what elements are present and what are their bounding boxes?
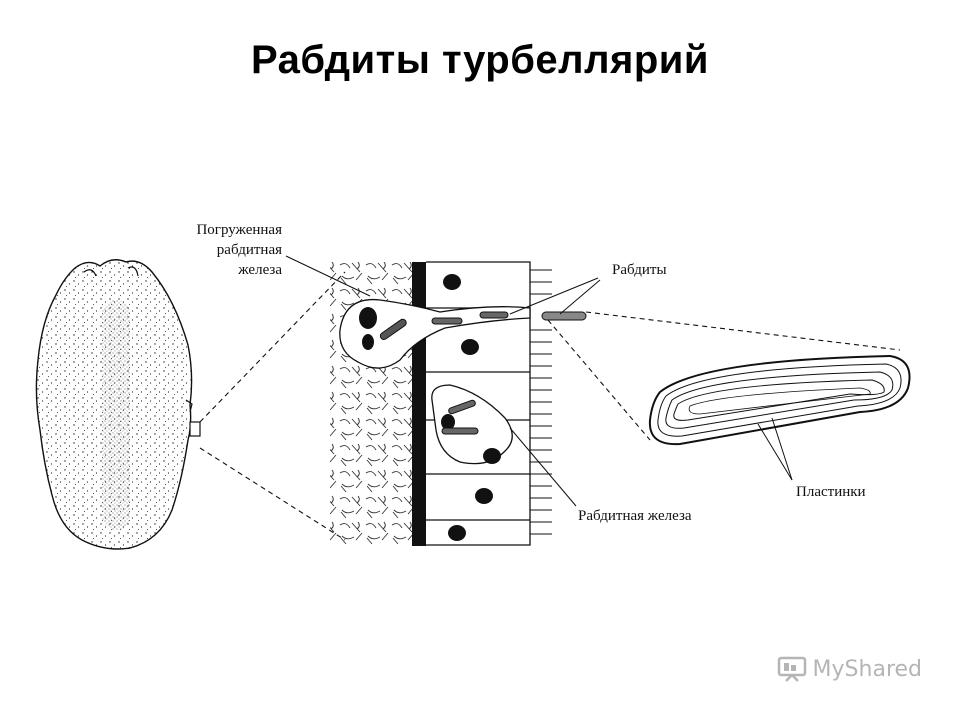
tissue-section bbox=[330, 261, 587, 546]
label-submerged-gland-1: Погруженная bbox=[196, 222, 282, 238]
watermark: MyShared bbox=[777, 656, 922, 682]
zoom-lines-left bbox=[199, 271, 346, 541]
watermark-text: MyShared bbox=[812, 656, 922, 682]
presentation-icon bbox=[777, 656, 806, 682]
enlarged-rhabdite bbox=[648, 354, 911, 446]
flatworm-body bbox=[35, 259, 201, 550]
pointer-lines bbox=[285, 255, 793, 507]
label-rhabdites: Рабдиты bbox=[612, 262, 667, 278]
zoom-lines-right bbox=[547, 311, 901, 441]
label-rhabdite-gland: Рабдитная железа bbox=[578, 508, 692, 524]
label-lamellae: Пластинки bbox=[796, 484, 866, 500]
page-title: Рабдиты турбеллярий bbox=[251, 38, 709, 82]
label-submerged-gland-3: железа bbox=[237, 262, 282, 278]
label-submerged-gland-2: рабдитная bbox=[217, 242, 282, 258]
